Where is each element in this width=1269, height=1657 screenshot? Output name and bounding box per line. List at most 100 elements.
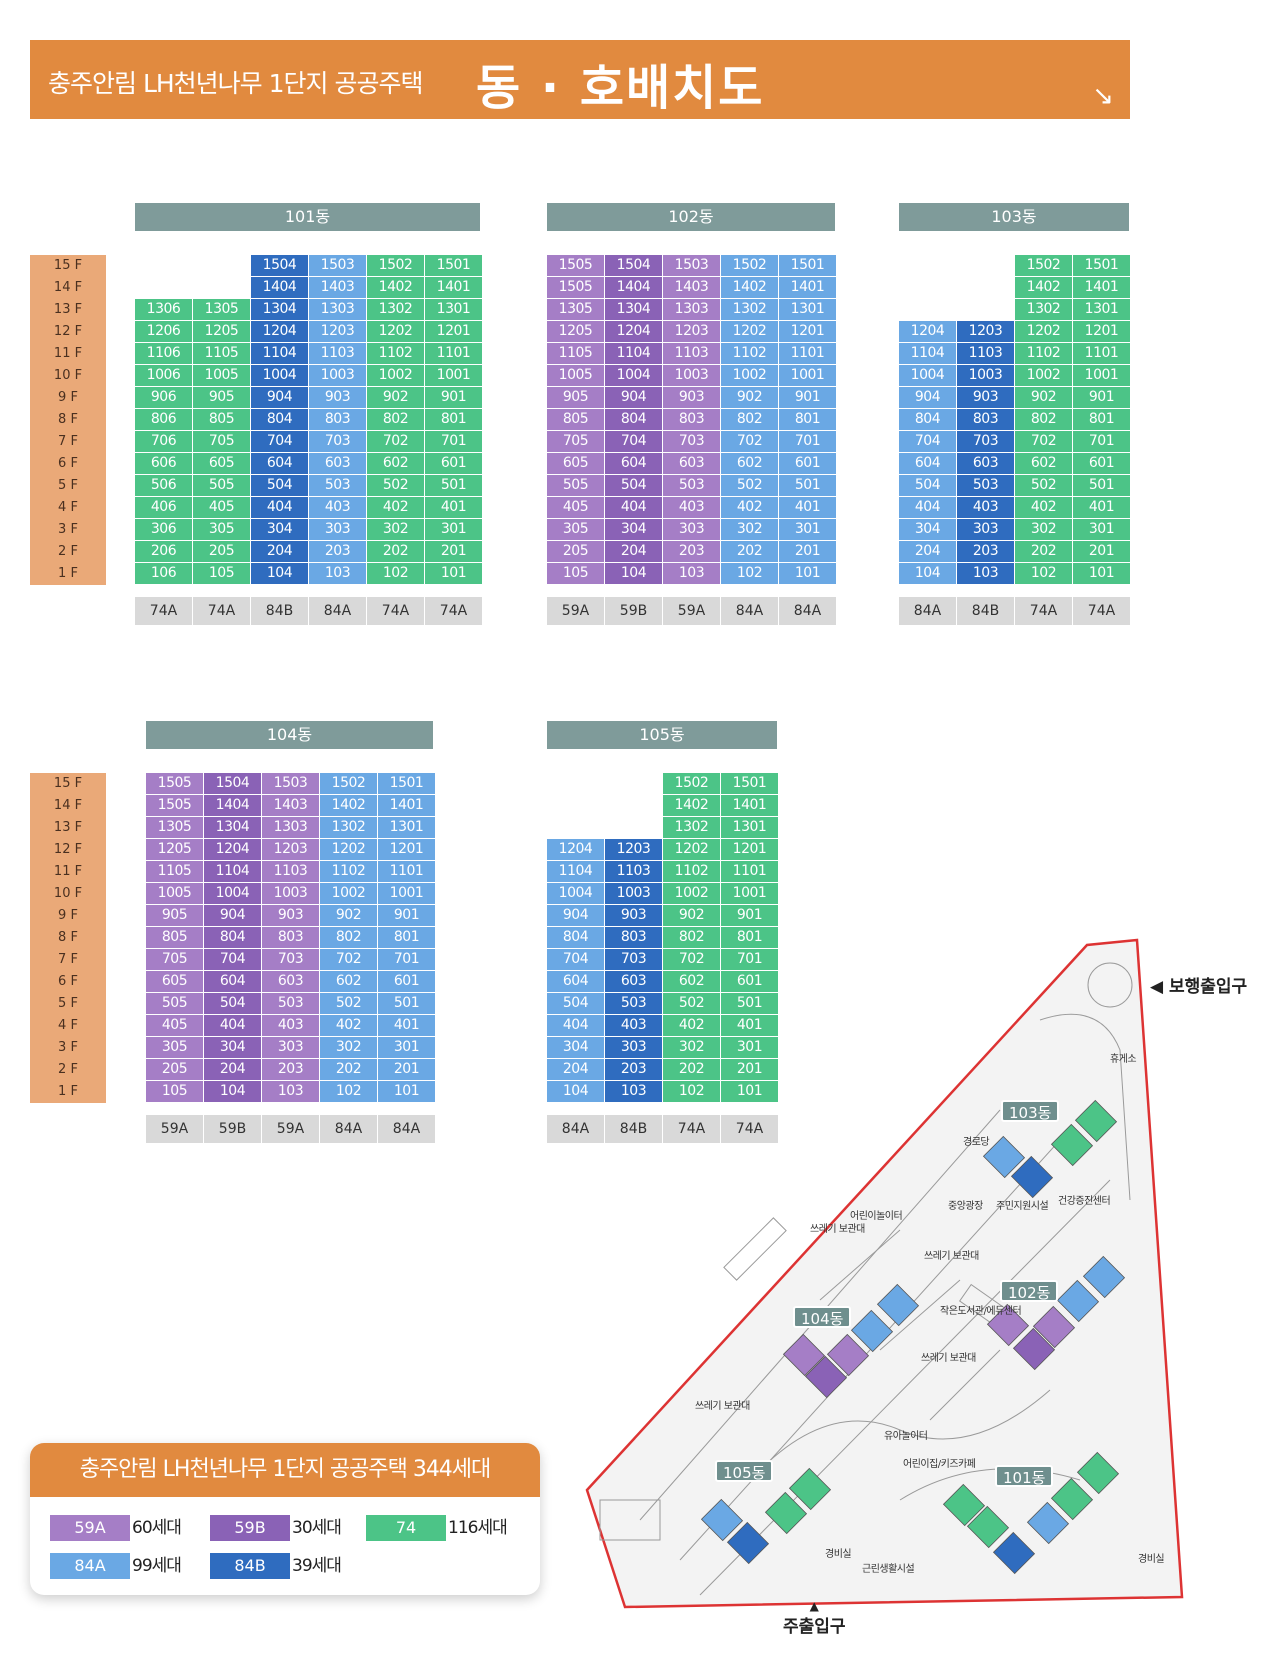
unit-cell: 202 xyxy=(320,1059,377,1080)
unit-cell: 701 xyxy=(779,431,836,452)
floor-label: 10 F xyxy=(53,368,83,383)
unit-cell: 604 xyxy=(547,971,604,992)
unit-cell: 402 xyxy=(1015,497,1072,518)
unit-cell: 404 xyxy=(547,1015,604,1036)
triangle-left-icon: ◀ xyxy=(1150,977,1164,997)
unit-cell: 1202 xyxy=(367,321,424,342)
unit-cell: 401 xyxy=(721,1015,778,1036)
unit-cell: 604 xyxy=(251,453,308,474)
unit-cell: 304 xyxy=(547,1037,604,1058)
unit-cell: 1105 xyxy=(146,861,203,882)
unit-cell: 1202 xyxy=(721,321,778,342)
unit-cell: 204 xyxy=(899,541,956,562)
unit-cell: 1104 xyxy=(204,861,261,882)
unit-cell: 904 xyxy=(899,387,956,408)
unit-cell: 1005 xyxy=(547,365,604,386)
unit-cell: 104 xyxy=(547,1081,604,1102)
unit-cell: 1003 xyxy=(663,365,720,386)
unit-cell: 205 xyxy=(547,541,604,562)
unit-cell: 1202 xyxy=(320,839,377,860)
floor-label: 3 F xyxy=(58,522,78,537)
unit-cell: 104 xyxy=(251,563,308,584)
unit-cell: 802 xyxy=(1015,409,1072,430)
unit-cell: 1304 xyxy=(605,299,662,320)
unit-cell: 705 xyxy=(547,431,604,452)
unit-type-label: 84A xyxy=(779,597,836,625)
site-map-building-tag: 102동 xyxy=(1000,1280,1059,1302)
unit-type-label: 74A xyxy=(1015,597,1072,625)
floor-label: 8 F xyxy=(58,930,78,945)
unit-cell: 1104 xyxy=(251,343,308,364)
unit-cell: 1404 xyxy=(204,795,261,816)
unit-cell: 603 xyxy=(309,453,366,474)
unit-cell: 1101 xyxy=(425,343,482,364)
unit-cell: 402 xyxy=(320,1015,377,1036)
unit-cell: 1404 xyxy=(605,277,662,298)
unit-cell: 303 xyxy=(262,1037,319,1058)
unit-cell: 1206 xyxy=(135,321,192,342)
building-header: 105동 xyxy=(547,721,777,749)
unit-cell: 305 xyxy=(146,1037,203,1058)
unit-cell: 601 xyxy=(1073,453,1130,474)
unit-cell: 103 xyxy=(262,1081,319,1102)
unit-cell: 905 xyxy=(193,387,250,408)
unit-cell: 102 xyxy=(320,1081,377,1102)
floor-label: 8 F xyxy=(58,412,78,427)
unit-cell: 1403 xyxy=(663,277,720,298)
unit-type-label: 59A xyxy=(262,1115,319,1143)
unit-cell: 406 xyxy=(135,497,192,518)
unit-cell: 301 xyxy=(721,1037,778,1058)
unit-type-label: 84B xyxy=(251,597,308,625)
unit-cell: 405 xyxy=(146,1015,203,1036)
unit-cell: 101 xyxy=(378,1081,435,1102)
unit-cell: 1201 xyxy=(378,839,435,860)
unit-cell: 806 xyxy=(135,409,192,430)
unit-cell: 402 xyxy=(663,1015,720,1036)
unit-cell: 403 xyxy=(605,1015,662,1036)
unit-cell: 104 xyxy=(204,1081,261,1102)
unit-cell: 504 xyxy=(547,993,604,1014)
unit-cell: 404 xyxy=(251,497,308,518)
floor-label: 9 F xyxy=(58,908,78,923)
unit-cell: 1001 xyxy=(1073,365,1130,386)
unit-cell: 801 xyxy=(378,927,435,948)
floor-label: 2 F xyxy=(58,544,78,559)
unit-cell: 905 xyxy=(146,905,203,926)
unit-cell: 505 xyxy=(193,475,250,496)
unit-cell: 1204 xyxy=(204,839,261,860)
site-map-label: 중앙광장 xyxy=(948,1201,983,1212)
unit-cell: 501 xyxy=(378,993,435,1014)
unit-type-label: 84B xyxy=(605,1115,662,1143)
unit-cell: 105 xyxy=(547,563,604,584)
site-map-label: 주민지원시설 xyxy=(996,1201,1049,1212)
unit-type-label: 59A xyxy=(663,597,720,625)
legend-swatch: 84B xyxy=(210,1553,290,1579)
floor-label: 1 F xyxy=(58,566,78,581)
unit-cell: 701 xyxy=(378,949,435,970)
unit-cell: 502 xyxy=(721,475,778,496)
unit-cell: 306 xyxy=(135,519,192,540)
unit-cell: 802 xyxy=(721,409,778,430)
unit-type-label: 84A xyxy=(899,597,956,625)
legend-swatch: 74 xyxy=(366,1515,446,1541)
unit-type-label: 74A xyxy=(721,1115,778,1143)
unit-cell: 601 xyxy=(779,453,836,474)
unit-cell: 906 xyxy=(135,387,192,408)
unit-cell: 102 xyxy=(367,563,424,584)
unit-cell: 506 xyxy=(135,475,192,496)
unit-cell: 502 xyxy=(663,993,720,1014)
unit-cell: 801 xyxy=(721,927,778,948)
unit-cell: 502 xyxy=(1015,475,1072,496)
unit-cell: 1301 xyxy=(1073,299,1130,320)
legend-swatch: 84A xyxy=(50,1553,130,1579)
unit-cell: 801 xyxy=(779,409,836,430)
unit-cell: 1202 xyxy=(663,839,720,860)
site-map-label: 쓰레기 보관대 xyxy=(695,1401,750,1412)
unit-cell: 1402 xyxy=(663,795,720,816)
unit-cell: 1102 xyxy=(663,861,720,882)
unit-cell: 205 xyxy=(193,541,250,562)
unit-cell: 901 xyxy=(779,387,836,408)
